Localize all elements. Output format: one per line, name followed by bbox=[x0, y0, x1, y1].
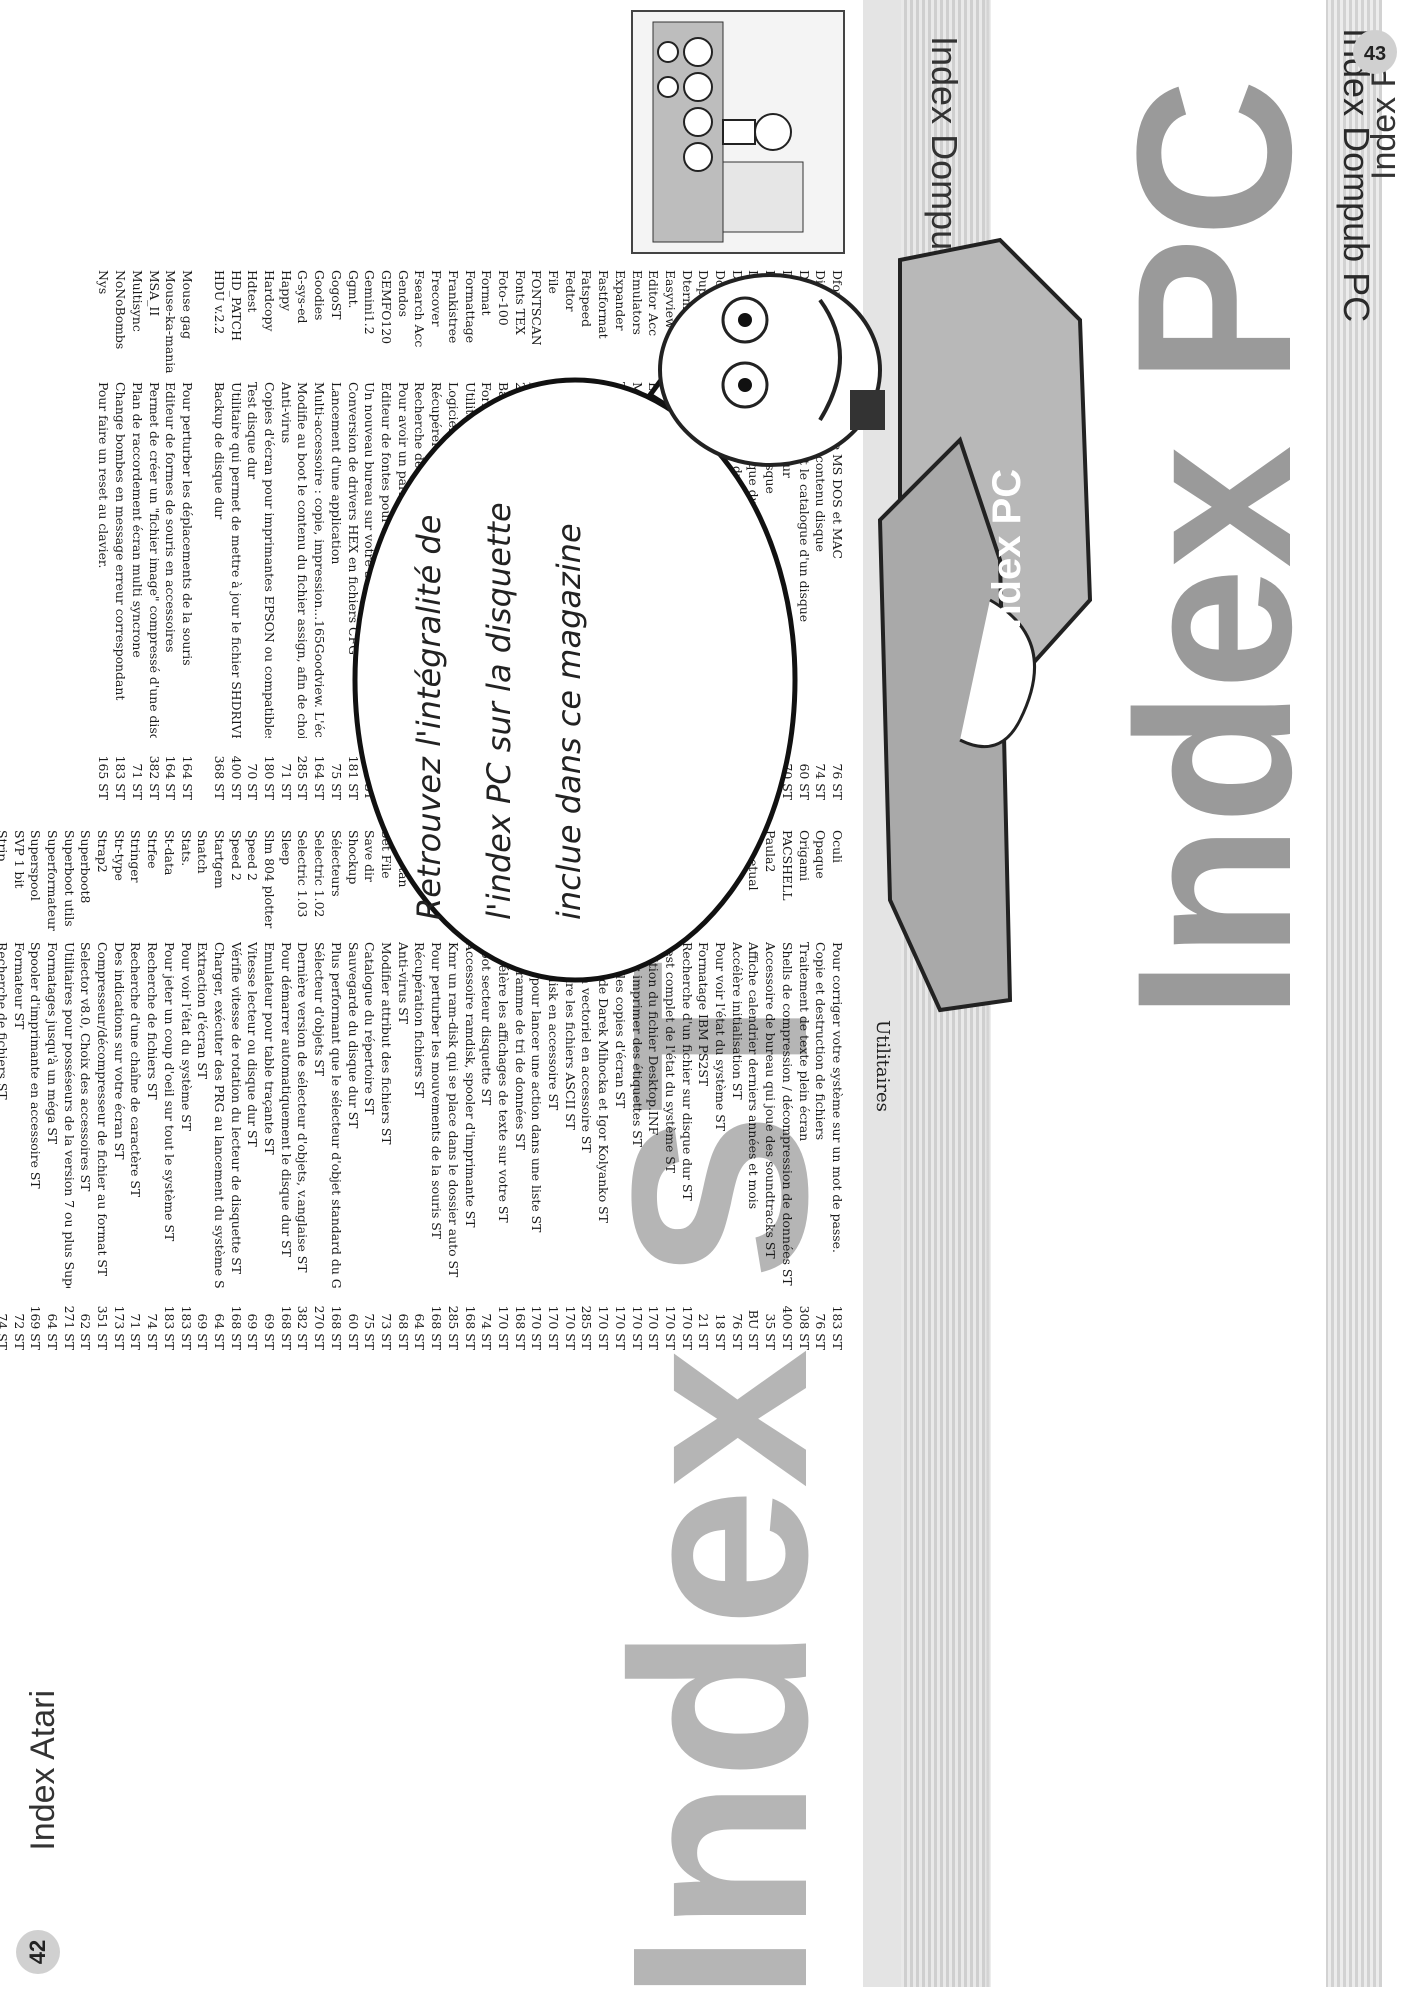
bubble-line-1: Retrouvez l'intégralité de bbox=[410, 515, 448, 920]
bubble-text-group: Retrouvez l'intégralité de l'index PC su… bbox=[410, 502, 588, 920]
index-pc-document bbox=[877, 436, 1013, 1013]
page-number-43: 43 bbox=[1353, 30, 1397, 74]
svg-text:43: 43 bbox=[1364, 43, 1386, 65]
computer-lab-illustration bbox=[631, 10, 845, 254]
atari-index-page: Index Dompub Atari Utilitaires Index ST … bbox=[0, 0, 985, 2002]
doc-label-group: Index PC bbox=[985, 469, 1029, 640]
big-index-pc-title: Index PC bbox=[1091, 79, 1337, 1020]
character-hand bbox=[959, 598, 1036, 749]
computer-lab-drawing bbox=[652, 21, 804, 243]
document-label: Index PC bbox=[985, 469, 1029, 640]
big-title-group: Index PC bbox=[1091, 79, 1337, 1020]
cartoon-character bbox=[658, 237, 1093, 1013]
speech-bubble bbox=[352, 377, 798, 983]
character-mouth bbox=[818, 298, 842, 422]
bubble-line-2: l'index PC sur la disquette bbox=[480, 502, 518, 920]
character-head bbox=[658, 273, 882, 467]
bubble-line-3: inclue dans ce magazine bbox=[550, 523, 588, 920]
character-tie bbox=[850, 390, 885, 430]
